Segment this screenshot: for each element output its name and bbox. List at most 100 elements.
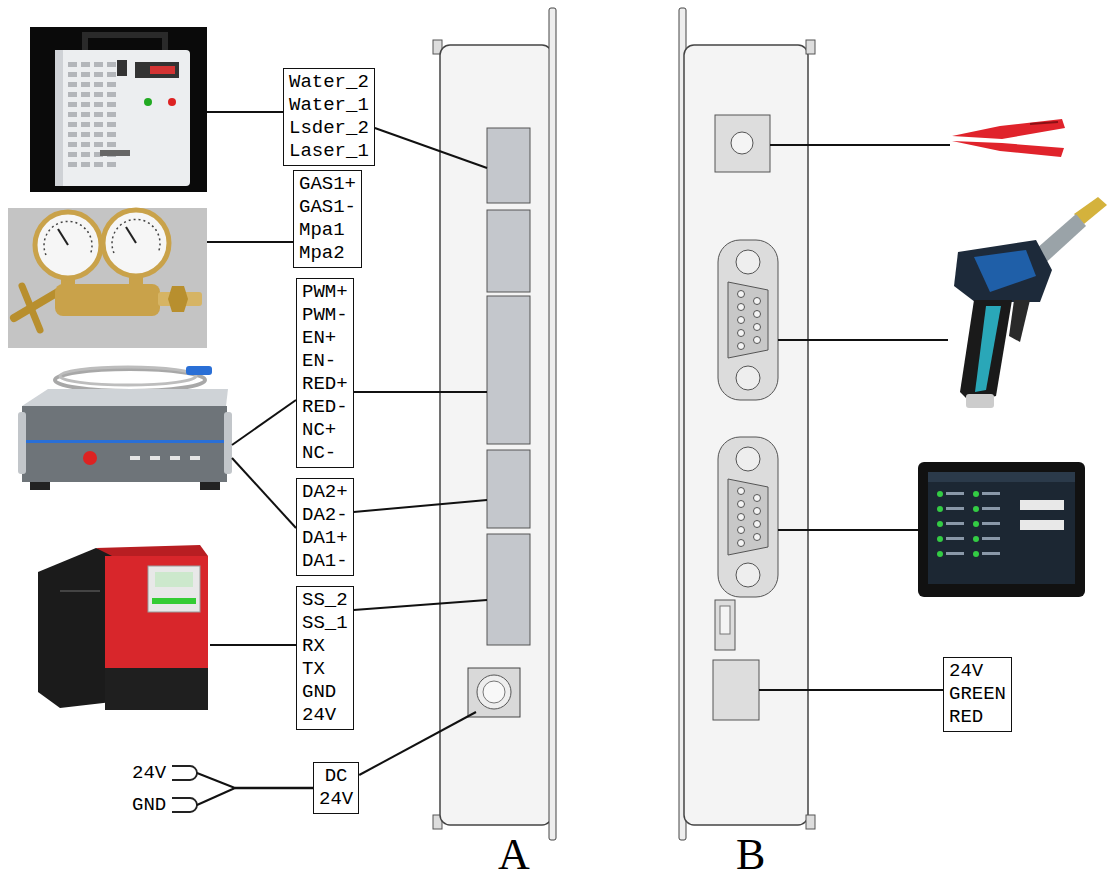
fork-terminal xyxy=(172,798,197,812)
photo-ground xyxy=(30,27,207,192)
laser-indicator xyxy=(150,456,160,460)
db9-pin xyxy=(738,317,745,324)
chiller-grille xyxy=(94,142,103,147)
small-connector-slot xyxy=(720,606,730,634)
laser-stripe xyxy=(22,440,227,443)
leader-line xyxy=(232,400,296,445)
signal-name: NC+ xyxy=(302,419,348,442)
chiller-picture xyxy=(30,27,207,192)
leader-line xyxy=(197,788,235,805)
clamp-grip xyxy=(1030,122,1058,124)
db9-connector xyxy=(718,240,778,400)
terminal-connector xyxy=(487,296,530,444)
signal-name: GAS1- xyxy=(299,196,356,219)
gun-handle xyxy=(960,300,1012,402)
gauge-scale xyxy=(112,219,160,253)
status-bar xyxy=(946,522,964,525)
db9-pin xyxy=(754,521,761,528)
fiber-coil xyxy=(60,367,196,385)
laser-source-picture xyxy=(18,366,232,490)
chiller-handle xyxy=(85,35,165,52)
signal-name: SS_2 xyxy=(302,589,348,612)
feeder-side xyxy=(38,548,112,708)
mounting-tab xyxy=(806,815,815,829)
view-letter: B xyxy=(736,832,765,878)
leader-line xyxy=(207,111,283,113)
leader-line xyxy=(232,458,296,528)
feeder-front xyxy=(105,556,208,672)
signal-name: PWM- xyxy=(302,304,348,327)
screen-field xyxy=(1020,500,1064,510)
chiller-grille xyxy=(94,162,103,167)
db9-pin xyxy=(738,488,745,495)
chiller-grille xyxy=(68,152,77,157)
chiller-grille xyxy=(68,72,77,77)
db9-pin xyxy=(754,324,761,331)
flange xyxy=(549,8,556,840)
regulator-body xyxy=(55,284,160,316)
signal-name: TX xyxy=(302,658,348,681)
signal-name: Lsder_2 xyxy=(289,117,369,140)
lamp-connector xyxy=(713,660,759,720)
chiller-side xyxy=(55,50,63,186)
wire-feeder-picture xyxy=(38,545,208,710)
chiller-digits xyxy=(150,66,175,74)
db9-screw xyxy=(736,563,760,587)
chiller-grille xyxy=(68,122,77,127)
chiller-badge xyxy=(100,150,130,156)
chiller-grille xyxy=(107,82,116,87)
panel-a-side-view xyxy=(433,8,556,840)
terminal-connector xyxy=(487,210,530,292)
dc-jack-ring xyxy=(477,675,511,709)
chiller-grille xyxy=(81,162,90,167)
signal-name: RED+ xyxy=(302,373,348,396)
signal-name: Laser_1 xyxy=(289,140,369,163)
db9-plate xyxy=(718,240,778,400)
chiller-lamp xyxy=(168,98,176,106)
feeder-screen xyxy=(155,572,193,587)
gauge-needle xyxy=(126,227,136,243)
status-dot xyxy=(973,536,979,542)
chiller-grille xyxy=(68,102,77,107)
chiller-grille xyxy=(81,102,90,107)
wire-label: 24V xyxy=(132,762,166,785)
clamp-jaw xyxy=(952,119,1065,139)
status-dot xyxy=(937,506,943,512)
gun-cable xyxy=(966,394,994,408)
status-dot xyxy=(937,491,943,497)
housing xyxy=(440,45,552,825)
chiller-grille xyxy=(68,142,77,147)
clamp-socket xyxy=(715,115,770,172)
pin-list-box: PWM+PWM-EN+EN-RED+RED-NC+NC- xyxy=(296,278,354,468)
screen-field xyxy=(1020,520,1064,530)
chiller-grille xyxy=(107,72,116,77)
status-dot xyxy=(973,506,979,512)
mounting-tab xyxy=(806,40,815,54)
gun-grip-strip xyxy=(975,306,1001,392)
db9-pin xyxy=(754,534,761,541)
leader-line xyxy=(197,773,235,788)
photo-ground xyxy=(8,208,207,348)
housing xyxy=(684,45,808,825)
chiller-grille xyxy=(94,82,103,87)
chiller-grille xyxy=(81,112,90,117)
clamp-jaw xyxy=(952,141,1064,157)
db9-plate xyxy=(718,437,778,597)
db9-screw xyxy=(736,447,760,471)
db9-pin xyxy=(738,330,745,337)
chiller-grille xyxy=(81,92,90,97)
welding-gun-picture xyxy=(954,197,1107,408)
leader-line xyxy=(354,500,487,512)
chiller-grille xyxy=(94,122,103,127)
signal-name: DA2- xyxy=(302,504,348,527)
feeder-panel xyxy=(148,566,200,612)
status-bar xyxy=(982,507,1000,510)
chiller-grille xyxy=(81,122,90,127)
status-dot xyxy=(973,491,979,497)
signal-name: GAS1+ xyxy=(299,173,356,196)
status-bar xyxy=(946,507,964,510)
status-bar xyxy=(982,492,1000,495)
ground-clamp-picture xyxy=(952,119,1065,157)
chiller-grille xyxy=(107,112,116,117)
